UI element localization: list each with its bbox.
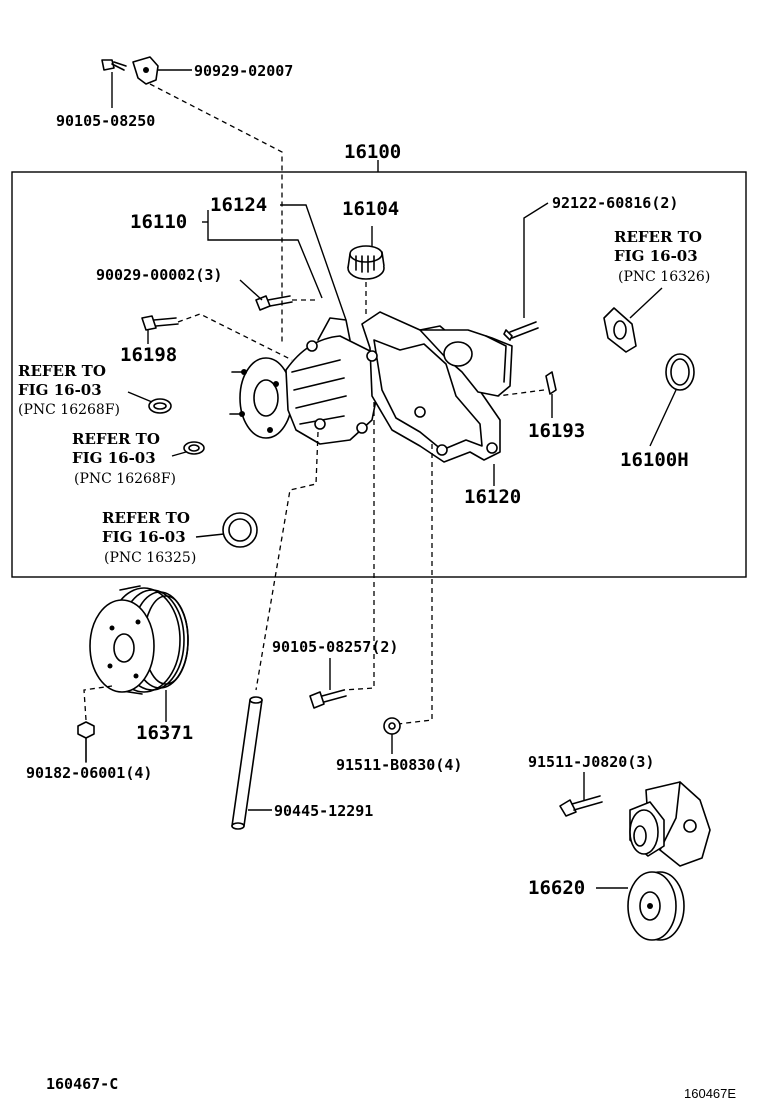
part-90105-08257-label[interactable]: 90105-08257(2) [272,638,398,656]
assembly-number-label[interactable]: 16100 [344,141,401,163]
part-91511-j0820-label[interactable]: 91511-J0820(3) [528,753,654,771]
stud-icon [503,321,539,341]
ref-16268f-b-pnc: (PNC 16268F) [74,471,176,487]
part-16198-label[interactable]: 16198 [120,344,177,366]
o-ring-icon [148,398,172,414]
cap-icon [347,245,385,280]
part-90182-label[interactable]: 90182-06001(4) [26,764,152,782]
part-90445-label[interactable]: 90445-12291 [274,802,373,820]
part-16124-label[interactable]: 16124 [210,194,267,216]
ref-16268f-b-line1: REFER TO [72,430,160,448]
stud-icon [545,371,557,395]
part-16100h-label[interactable]: 16100H [620,449,689,471]
part-16110-label[interactable]: 16110 [130,211,187,233]
ref-16268f-b-line2[interactable]: FIG 16-03 [72,449,156,467]
bolt-icon [559,795,603,817]
ref-16326-line2[interactable]: FIG 16-03 [614,247,698,265]
ref-16268f-a-pnc: (PNC 16268F) [18,402,120,418]
part-90105-08250-label[interactable]: 90105-08250 [56,112,155,130]
gasket-icon [603,307,637,353]
nut-icon [383,717,401,735]
image-code-label: 160467E [684,1086,736,1101]
part-91511-b0830-label[interactable]: 91511-B0830(4) [336,756,462,774]
bypass-pipe-icon [231,696,263,830]
part-16120-label[interactable]: 16120 [464,486,521,508]
part-16371-label[interactable]: 16371 [136,722,193,744]
diagram-id-label: 160467-C [46,1075,118,1093]
bracket-icon [132,56,159,85]
part-16104-label[interactable]: 16104 [342,198,399,220]
part-16193-label[interactable]: 16193 [528,420,585,442]
belt-tensioner-icon [627,781,711,941]
ref-16326-pnc: (PNC 16326) [618,269,710,285]
part-16620-label[interactable]: 16620 [528,877,585,899]
ref-16326-line1: REFER TO [614,228,702,246]
water-pump-icon [229,311,513,463]
o-ring-icon [222,512,258,548]
o-ring-icon [665,353,695,391]
bolt-icon [255,295,293,311]
bolt-icon [101,59,127,71]
ref-16268f-a-line2[interactable]: FIG 16-03 [18,381,102,399]
nut-icon [77,721,95,763]
ref-16325-pnc: (PNC 16325) [104,550,196,566]
ref-16325-line2[interactable]: FIG 16-03 [102,528,186,546]
o-ring-icon [183,441,205,455]
part-92122-label[interactable]: 92122-60816(2) [552,194,678,212]
pulley-icon [89,585,189,695]
part-90029-label[interactable]: 90029-00002(3) [96,266,222,284]
ref-16268f-a-line1: REFER TO [18,362,106,380]
assembly-frame [11,171,747,578]
bolt-icon [141,315,179,331]
ref-16325-line1: REFER TO [102,509,190,527]
part-90929-label[interactable]: 90929-02007 [194,62,293,80]
bolt-icon [309,689,347,709]
